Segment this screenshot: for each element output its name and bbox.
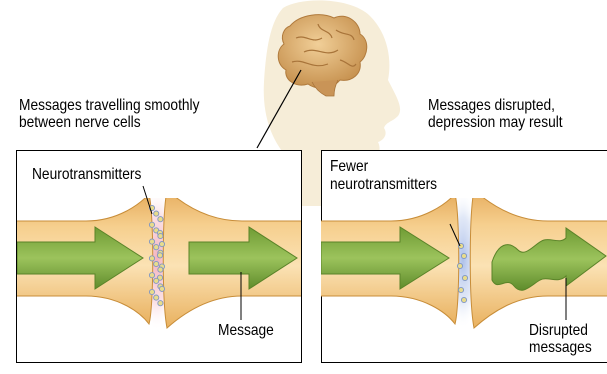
neurotransmitter-dot xyxy=(158,233,163,238)
top-right-caption-line2: depression may result xyxy=(428,114,582,131)
neurotransmitter-dot xyxy=(149,222,154,227)
neurotransmitter-dot xyxy=(154,278,159,283)
neurotransmitter-dot xyxy=(158,267,163,272)
neurotransmitter-dot xyxy=(154,211,159,216)
neurotransmitter-dot xyxy=(154,245,159,250)
neurotransmitters-label: Neurotransmitters xyxy=(32,166,141,183)
neurotransmitter-dot xyxy=(154,261,159,266)
disrupted-label-line2: messages xyxy=(529,339,596,356)
message-label: Message xyxy=(218,322,274,339)
neurotransmitter-dot xyxy=(149,273,154,278)
neurotransmitter-dot xyxy=(158,217,163,222)
neurotransmitter-dot xyxy=(461,297,466,302)
top-left-caption-line1: Messages travelling smoothly xyxy=(19,97,199,114)
neurotransmitter-dot xyxy=(458,287,463,292)
neurotransmitter-dot xyxy=(149,289,154,294)
neurotransmitter-dot xyxy=(159,286,164,291)
neurotransmitter-dot xyxy=(462,275,467,280)
neurotransmitter-dot xyxy=(149,256,154,261)
top-right-caption-line1: Messages disrupted, xyxy=(428,97,555,114)
neurotransmitter-dot xyxy=(157,253,162,258)
neurotransmitter-dot xyxy=(154,295,159,300)
fewer-label-line1: Fewer xyxy=(330,158,368,175)
neurotransmitter-dot xyxy=(461,253,466,258)
neurotransmitter-dot xyxy=(158,301,163,306)
neurotransmitter-dot xyxy=(457,263,462,268)
disrupted-label-line1: Disrupted xyxy=(529,322,588,339)
fewer-label-line2: neurotransmitters xyxy=(330,176,437,193)
neurotransmitter-dot xyxy=(159,242,164,247)
neurotransmitter-dot xyxy=(149,239,154,244)
top-left-caption-line2: between nerve cells xyxy=(19,114,141,131)
